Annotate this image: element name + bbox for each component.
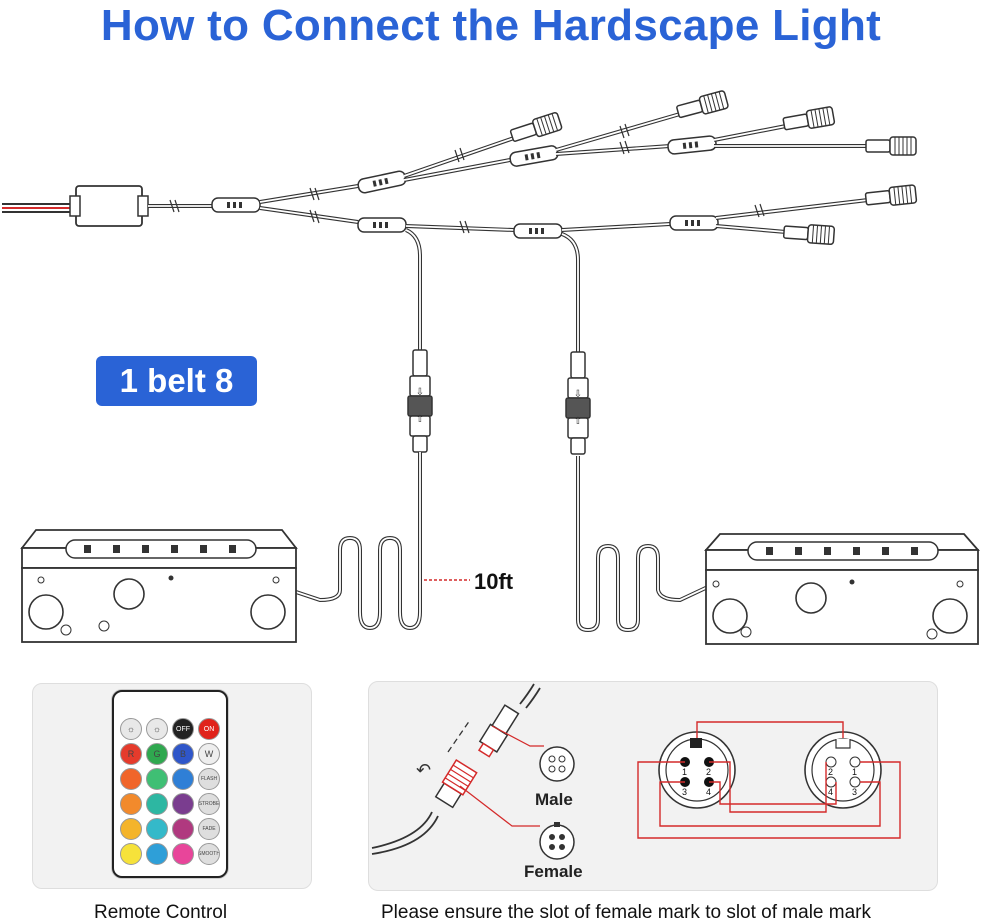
splitter-upper-2	[508, 144, 560, 168]
remote-key[interactable]	[146, 793, 168, 815]
remote-caption: Remote Control	[94, 902, 228, 923]
svg-text:⇧: ⇧	[574, 416, 582, 427]
svg-text:⇩: ⇩	[574, 389, 582, 400]
belt-badge: 1 belt 8	[96, 356, 257, 406]
remote-key[interactable]: ☼	[120, 718, 142, 740]
remote-key[interactable]	[172, 768, 194, 790]
remote-key[interactable]: FADE	[198, 818, 220, 840]
remote-key[interactable]	[146, 818, 168, 840]
splitter-upper	[356, 169, 408, 195]
remote-key[interactable]	[120, 818, 142, 840]
male-pin-2: 2	[706, 767, 712, 777]
male-pin-4: 4	[706, 787, 712, 797]
remote-key[interactable]	[146, 768, 168, 790]
female-label: Female	[524, 862, 583, 881]
female-pin-1: 1	[852, 767, 858, 777]
connector-right	[565, 351, 591, 455]
female-pin-4: 4	[828, 787, 834, 797]
connector-caption: Please ensure the slot of female mark to…	[381, 902, 871, 923]
remote-key[interactable]	[120, 843, 142, 865]
hardscape-light-left	[20, 529, 298, 643]
remote-key[interactable]: B	[172, 743, 194, 765]
remote-key[interactable]	[120, 768, 142, 790]
remote-key[interactable]	[146, 843, 168, 865]
remote-key[interactable]	[172, 843, 194, 865]
female-pin-3: 3	[852, 787, 858, 797]
page-title: How to Connect the Hardscape Light	[100, 1, 882, 50]
remote-key[interactable]: FLASH	[198, 768, 220, 790]
remote-key[interactable]	[172, 793, 194, 815]
length-label: 10ft	[474, 569, 514, 594]
male-pin-1: 1	[682, 767, 688, 777]
main-splitter	[211, 197, 261, 213]
male-pin-3: 3	[682, 787, 688, 797]
svg-text:⇩: ⇩	[416, 387, 424, 398]
remote-key[interactable]: OFF	[172, 718, 194, 740]
remote-key[interactable]: ☼	[146, 718, 168, 740]
splitter-lower-2	[513, 223, 563, 239]
remote-key[interactable]: R	[120, 743, 142, 765]
remote-key[interactable]: ON	[198, 718, 220, 740]
male-label: Male	[535, 790, 573, 809]
hardscape-light-right	[704, 533, 980, 645]
remote-key[interactable]: W	[198, 743, 220, 765]
remote-key[interactable]: G	[146, 743, 168, 765]
splitter-lower	[357, 217, 407, 233]
connector-panel	[368, 681, 938, 891]
connector-left	[407, 349, 433, 453]
remote-key[interactable]: SMOOTH	[198, 843, 220, 865]
remote-key[interactable]: STROBE	[198, 793, 220, 815]
remote-key[interactable]	[172, 818, 194, 840]
driver-box	[75, 185, 143, 227]
remote-key[interactable]	[120, 793, 142, 815]
svg-text:⇧: ⇧	[416, 414, 424, 425]
female-pin-2: 2	[828, 767, 834, 777]
